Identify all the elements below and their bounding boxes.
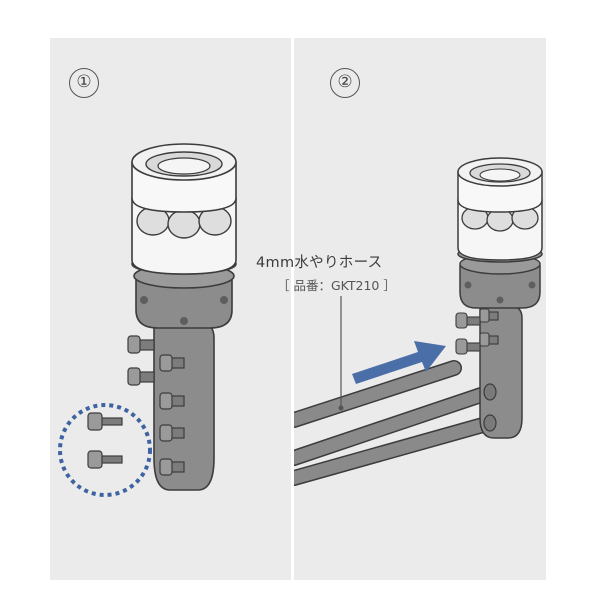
nozzle-right-3 bbox=[159, 424, 185, 442]
step-2-panel: ② 4mm水やりホース ［ 品番：GKT210 ］ bbox=[256, 38, 546, 580]
faucet-connector bbox=[131, 143, 237, 275]
step-1-illustration bbox=[58, 143, 237, 497]
step-number-2: ② bbox=[330, 68, 360, 98]
nozzle-left-bottom bbox=[127, 367, 155, 386]
nozzle-right-2 bbox=[159, 392, 185, 410]
nozzle-left-top bbox=[127, 335, 155, 354]
hose-ends bbox=[483, 383, 497, 432]
nozzle-right-1 bbox=[159, 354, 185, 372]
hose-tubes bbox=[294, 360, 498, 486]
label-leader-dot bbox=[338, 405, 344, 411]
arrow-right-icon bbox=[352, 341, 446, 384]
nozzle-right-1 bbox=[479, 308, 499, 323]
step-2-illustration bbox=[294, 157, 543, 486]
nozzle-right-2 bbox=[479, 332, 499, 347]
nozzle-right-4 bbox=[159, 458, 185, 476]
step-1-panel: ① bbox=[50, 38, 294, 580]
faucet-connector bbox=[457, 157, 543, 261]
panel-divider bbox=[291, 38, 294, 580]
hose-label-title: 4mm水やりホース bbox=[256, 255, 383, 271]
nozzle-left-bottom bbox=[455, 338, 481, 355]
spare-nozzles-highlight bbox=[58, 403, 152, 497]
spare-nozzle-1 bbox=[87, 412, 123, 431]
distributor-body bbox=[457, 245, 543, 439]
step-number-1: ① bbox=[69, 68, 99, 98]
hose-product-code: ［ 品番：GKT210 ］ bbox=[277, 278, 396, 293]
nozzle-left-top bbox=[455, 312, 481, 329]
spare-nozzle-2 bbox=[87, 450, 123, 469]
